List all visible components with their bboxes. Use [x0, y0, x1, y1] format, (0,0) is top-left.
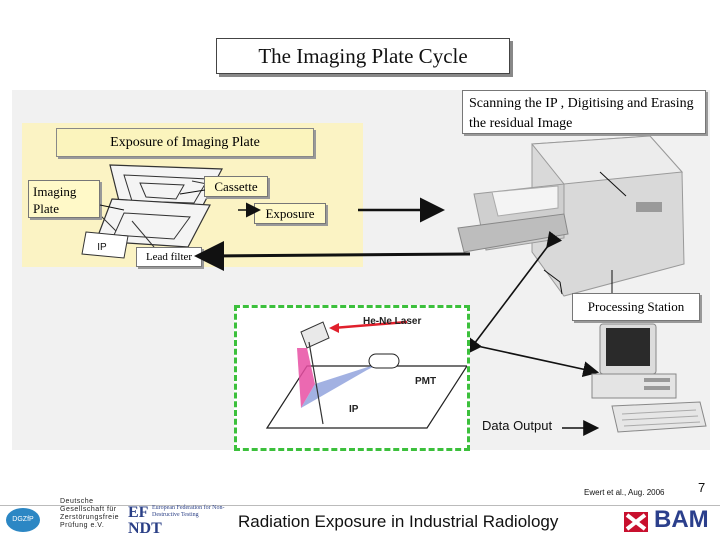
laser-scan-diagram: He-Ne Laser PMT IP [234, 305, 470, 451]
efndt-logo: EF NDT [128, 505, 162, 537]
dgzfp-line: Deutsche [60, 498, 94, 505]
pmt-tube [368, 353, 400, 369]
footer-divider [0, 505, 720, 506]
dgzfp-line: Prüfung e.V. [60, 522, 105, 529]
cassette-pointer [179, 189, 206, 195]
pmt-label: PMT [415, 376, 436, 387]
computer-station-image [591, 323, 707, 433]
exposure-section-title: Exposure of Imaging Plate [56, 128, 314, 157]
efndt-tagline: European Federation for Non-Destructive … [152, 505, 225, 518]
scanner-laser-double-arrow [466, 230, 563, 355]
efndt-mark-top: EF [128, 504, 149, 521]
laser-beam [297, 348, 315, 408]
reflected-beam [301, 362, 383, 408]
laser-arrow [332, 320, 408, 330]
dgzfp-name: Deutsche Gesellschaft für Zerstörungsfre… [60, 498, 119, 530]
exposure-label: Exposure [254, 203, 326, 224]
processing-station-label: Processing Station [572, 293, 700, 321]
imaging-plate-label: Imaging Plate [28, 180, 100, 218]
dgzfp-line: Zerstörungsfreie [60, 514, 119, 521]
ip-label: IP [349, 404, 359, 415]
cassette-sketch [91, 164, 223, 258]
dgzfp-logo: DGZfP [6, 508, 40, 532]
return-arrow-line [209, 252, 471, 258]
imaging-plate-pointer [99, 204, 125, 211]
slide-title: The Imaging Plate Cycle [216, 38, 510, 74]
efndt-mark-bottom: NDT [128, 520, 162, 537]
scanning-label: Scanning the IP , Digitising and Erasing… [462, 90, 706, 134]
dgzfp-line: Gesellschaft für [60, 506, 117, 513]
lead-filter-label: Lead filter [136, 247, 202, 267]
laser-source-icon [300, 321, 330, 349]
bam-logo-icon [624, 512, 648, 532]
bam-logo-text: BAM [654, 506, 709, 533]
ip-plate-shape [265, 365, 469, 429]
page-number: 7 [698, 480, 706, 495]
ip-tag-shape: IP [81, 231, 129, 259]
citation: Ewert et al., Aug. 2006 [584, 488, 665, 497]
data-output-label: Data Output [482, 418, 553, 433]
cassette-label: Cassette [204, 176, 268, 197]
scanner-link [543, 269, 561, 283]
footer-title: Radiation Exposure in Industrial Radiolo… [238, 512, 559, 531]
laser-label: He-Ne Laser [363, 316, 421, 327]
laser-to-station-arrow [467, 343, 600, 378]
ip-tag-label: IP [97, 242, 107, 253]
scanner-pointer [599, 171, 627, 197]
laser-scan-sketch: He-Ne Laser PMT IP [265, 316, 469, 429]
